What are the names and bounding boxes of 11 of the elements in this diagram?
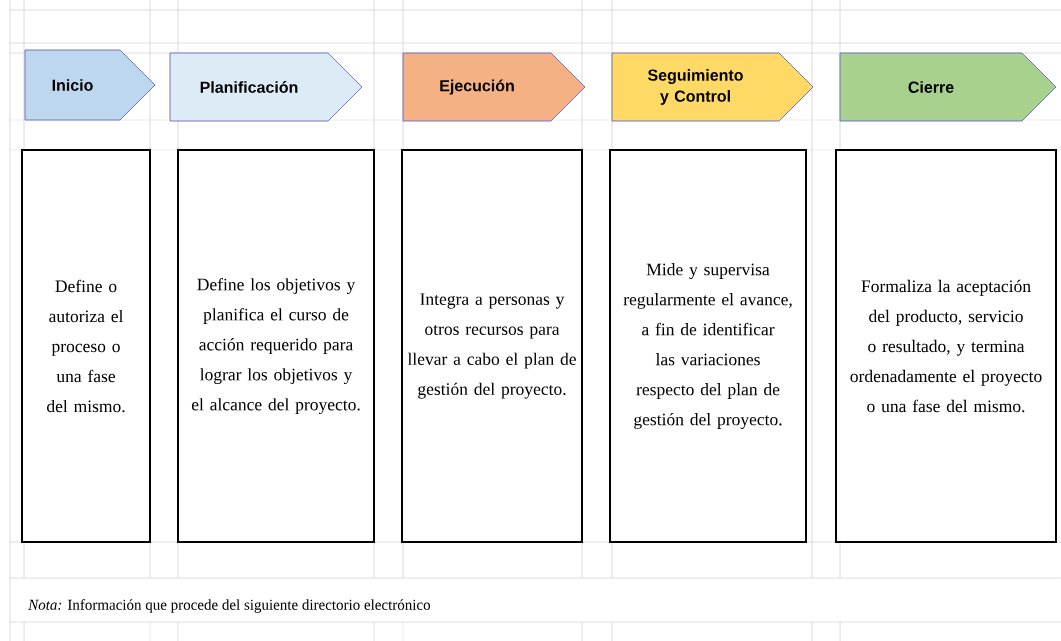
- note-text: Nota: Información que procede del siguiente directorio electrónico: [28, 599, 431, 613]
- description-box: Define o autoriza el proceso o una fase del mismo.: [21, 149, 151, 543]
- phase-banner: Ejecución: [402, 52, 586, 122]
- description-box: Mide y supervisa regularmente el avance, a fin de identificar las variaciones respecto del plan de gestión del proyecto.: [609, 149, 807, 543]
- phase-banner: Inicio: [24, 49, 156, 121]
- description-box: Define los objetivos y planifica el curso de acción requerido para lograr los objetivos y el alcance del proyecto.: [177, 149, 375, 543]
- phase-banner: Seguimiento y Control: [611, 52, 814, 122]
- description-box: Integra a personas y otros recursos para llevar a cabo el plan de gestión del proyecto.: [401, 149, 583, 543]
- phase-banner: Cierre: [839, 52, 1057, 122]
- phase-banner: Planificación: [169, 52, 363, 122]
- description-box: Formaliza la aceptación del producto, servicio o resultado, y termina ordenadamente el proyecto o una fase del mismo.: [835, 149, 1057, 543]
